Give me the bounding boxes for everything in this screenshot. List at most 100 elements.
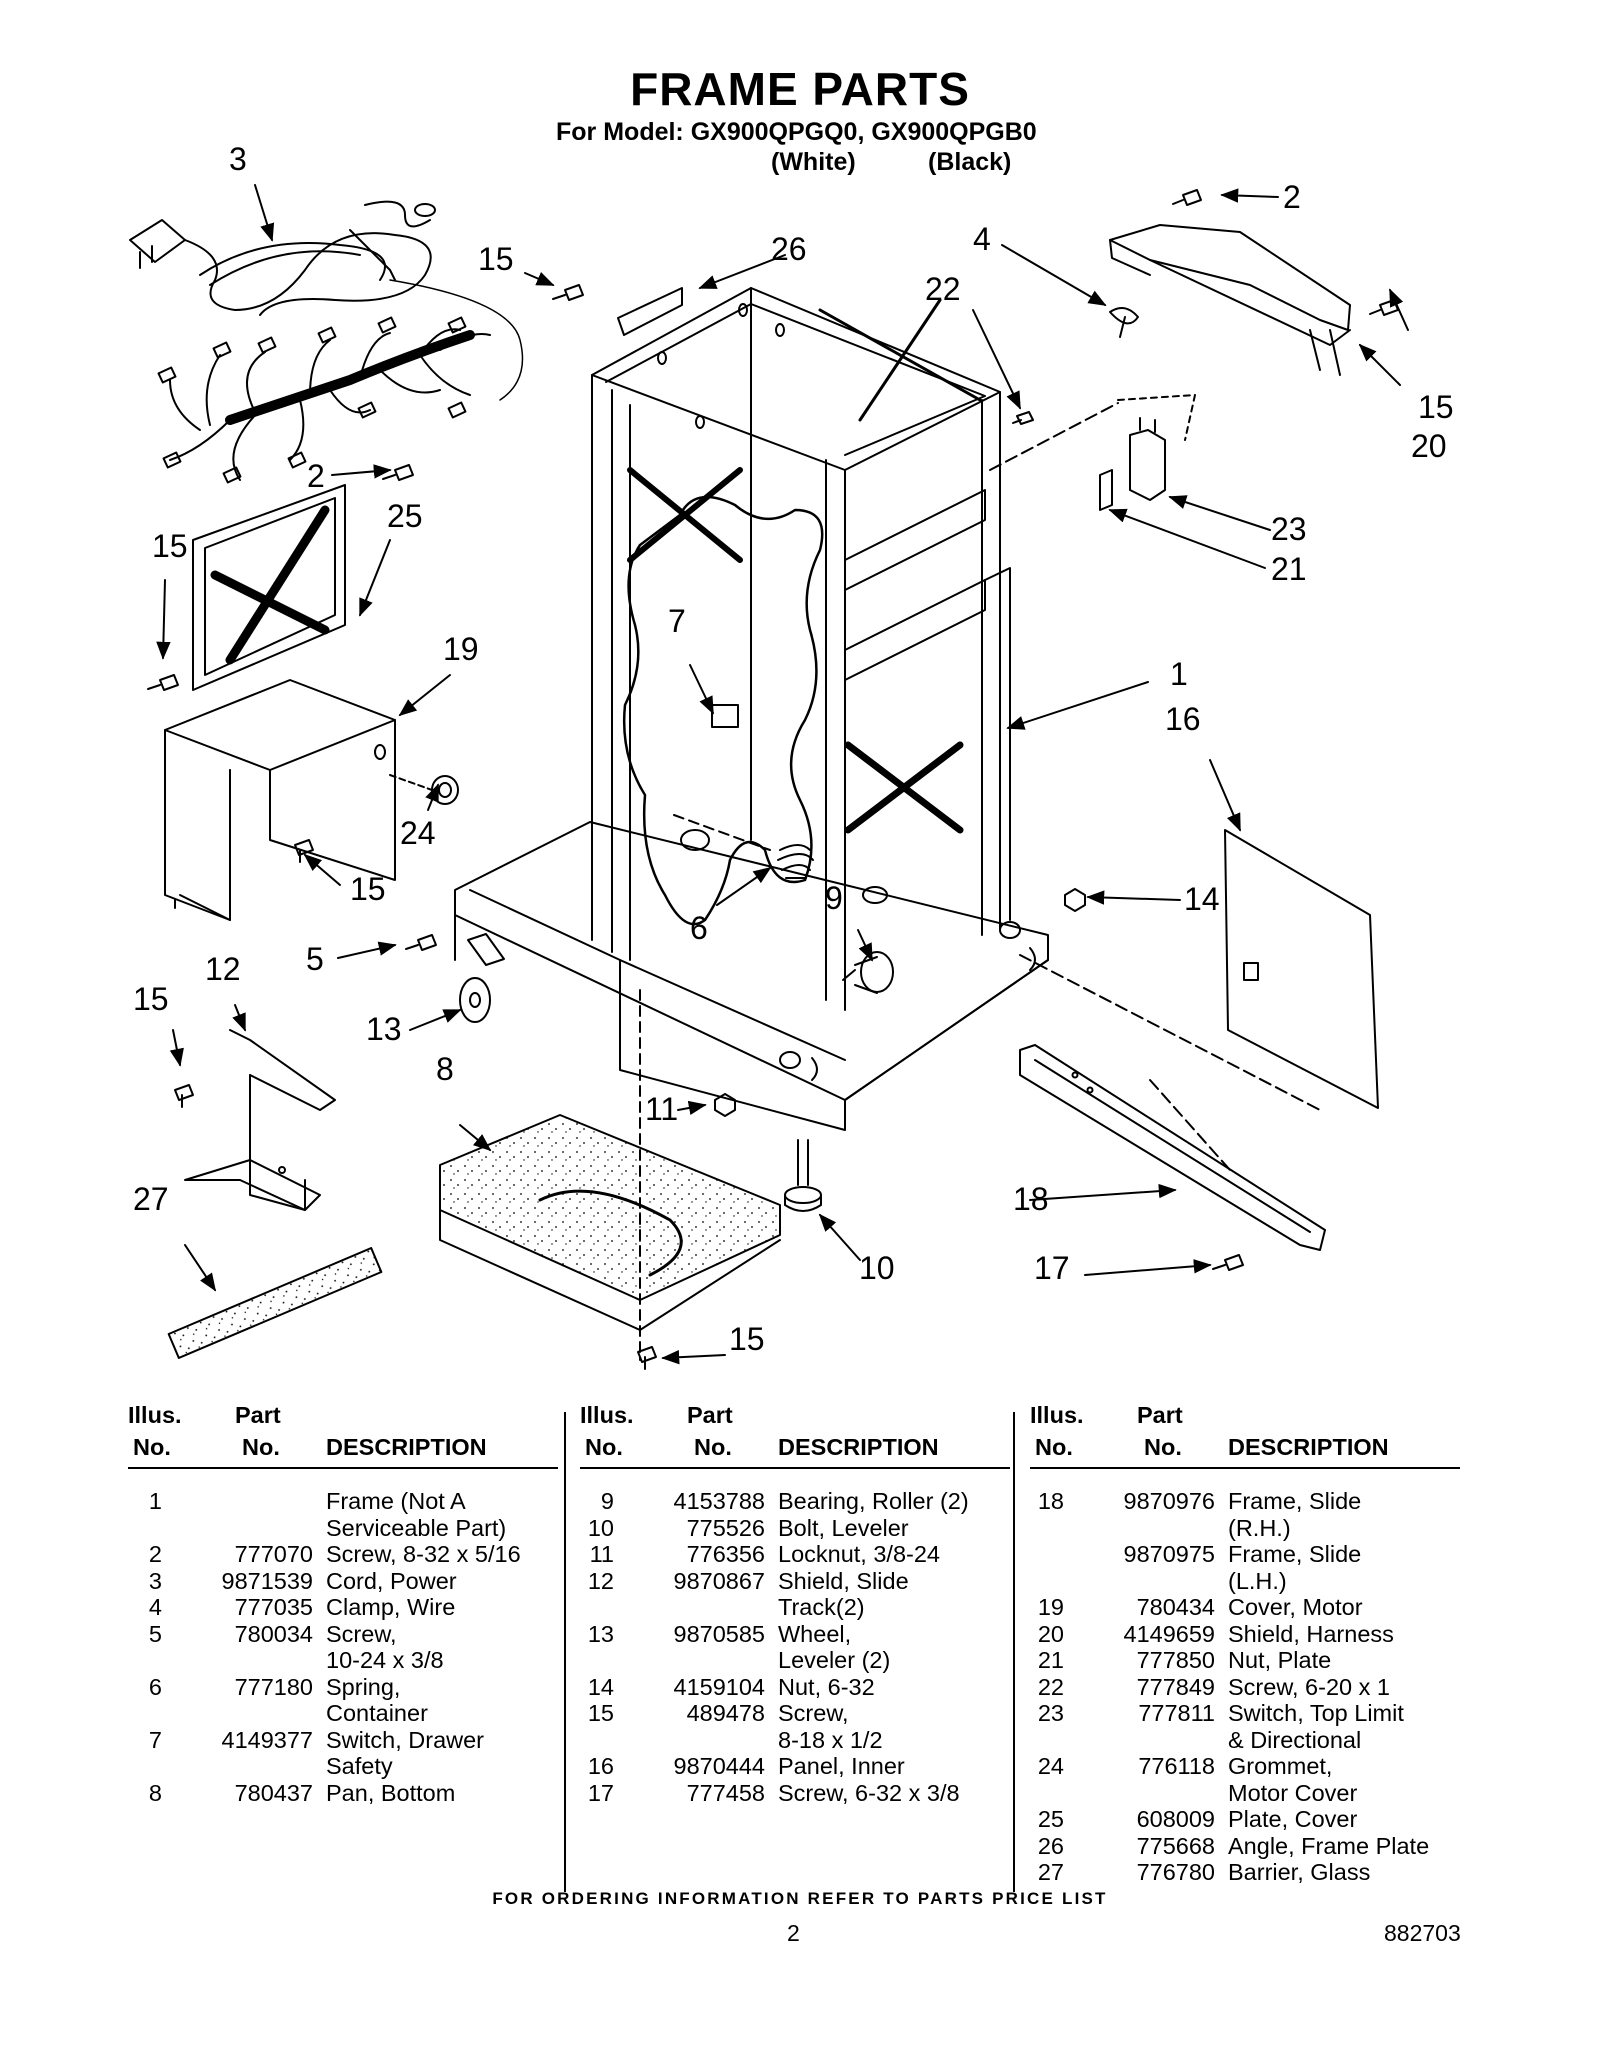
callout-4: 4 — [973, 221, 991, 257]
row-illus-no: 27 — [1037, 1859, 1064, 1885]
callout-2-top: 2 — [1283, 179, 1301, 215]
callout-15-cover: 15 — [350, 871, 386, 907]
header-part: Part — [687, 1402, 733, 1428]
row-part-no: 775526 — [686, 1514, 765, 1541]
row-description: Screw, 8-32 x 5/16 — [326, 1541, 521, 1567]
row-illus-no: 6 — [148, 1673, 162, 1700]
header-illus: Illus. — [580, 1402, 634, 1428]
row-illus-no: 26 — [1037, 1832, 1064, 1859]
row-illus-no: 24 — [1037, 1753, 1064, 1779]
row-illus-no: 7 — [148, 1726, 162, 1753]
row-illus-no: 20 — [1037, 1620, 1064, 1647]
row-illus-no: 4 — [148, 1594, 162, 1620]
glass-barrier — [167, 1247, 383, 1359]
hardware — [147, 189, 1399, 1370]
top-limit-switch — [1099, 394, 1196, 511]
header-part: Part — [1137, 1402, 1183, 1428]
header-part: Part — [235, 1402, 281, 1428]
row-description: Shield, Harness — [1228, 1620, 1394, 1647]
callout-2-left: 2 — [307, 458, 325, 494]
column-divider — [564, 1412, 566, 1892]
header-illus: Illus. — [128, 1402, 182, 1428]
row-illus-no: 16 — [587, 1753, 614, 1779]
callout-8: 8 — [436, 1051, 454, 1087]
row-description: Locknut, 3/8-24 — [778, 1541, 940, 1567]
model-line: For Model: GX900QPGQ0, GX900QPGB0 — [556, 118, 1037, 146]
row-part-no: 777458 — [686, 1779, 765, 1806]
callout-26: 26 — [771, 231, 807, 267]
header-rule — [1030, 1467, 1460, 1469]
row-part-no: 777070 — [234, 1541, 313, 1567]
row-part-no: 777849 — [1136, 1673, 1215, 1700]
header-part-no: No. — [694, 1434, 732, 1460]
row-part-no: 4149377 — [221, 1726, 314, 1753]
row-illus-no: 8 — [148, 1779, 162, 1806]
callout-14: 14 — [1184, 881, 1220, 917]
harness-shield — [1109, 224, 1351, 376]
row-part-no: 777180 — [234, 1673, 313, 1700]
row-part-no: 780437 — [234, 1779, 313, 1806]
row-description: Wheel, — [778, 1620, 852, 1647]
column-divider — [1013, 1412, 1015, 1892]
row-description: Bolt, Leveler — [778, 1514, 909, 1541]
motor-cover — [164, 679, 396, 921]
row-description: 10-24 x 3/8 — [326, 1647, 444, 1673]
variant-black-label: (Black) — [928, 148, 1012, 176]
header-illus-no: No. — [1035, 1434, 1073, 1460]
row-description: Grommet, — [1228, 1753, 1333, 1779]
row-illus-no: 22 — [1037, 1673, 1064, 1700]
leader-arrows — [156, 184, 1409, 1365]
row-part-no: 489478 — [686, 1700, 765, 1726]
power-cord — [129, 200, 524, 401]
row-illus-no: 14 — [587, 1673, 614, 1700]
row-part-no: 776118 — [1138, 1753, 1215, 1779]
row-illus-no: 5 — [148, 1620, 162, 1647]
row-part-no: 777035 — [234, 1594, 313, 1620]
row-part-no: 9870975 — [1123, 1541, 1216, 1567]
row-description: Container — [326, 1700, 428, 1726]
callout-11: 11 — [645, 1091, 679, 1127]
row-part-no: 9871539 — [221, 1567, 314, 1594]
row-illus-no: 19 — [1037, 1594, 1064, 1620]
row-description: 8-18 x 1/2 — [778, 1726, 883, 1753]
row-description: Frame (Not A — [326, 1488, 466, 1514]
callout-15-shield: 15 — [133, 981, 169, 1017]
row-description: Spring, — [326, 1673, 401, 1700]
row-description: Angle, Frame Plate — [1228, 1832, 1430, 1859]
row-description: Cord, Power — [326, 1567, 457, 1594]
row-description: Safety — [326, 1753, 393, 1779]
header-description: DESCRIPTION — [1228, 1434, 1389, 1460]
row-description: Clamp, Wire — [326, 1594, 456, 1620]
header-description: DESCRIPTION — [778, 1434, 939, 1460]
callout-12: 12 — [205, 951, 241, 987]
callout-19: 19 — [443, 631, 479, 667]
row-part-no: 9870867 — [673, 1567, 766, 1594]
row-illus-no: 23 — [1037, 1700, 1064, 1726]
callout-18: 18 — [1013, 1181, 1049, 1217]
row-part-no: 4159104 — [673, 1673, 766, 1700]
callout-25: 25 — [387, 498, 423, 534]
ordering-note: FOR ORDERING INFORMATION REFER TO PARTS … — [492, 1889, 1108, 1908]
header-rule — [128, 1467, 558, 1469]
inner-panel — [1224, 829, 1379, 1109]
callout-1: 1 — [1170, 656, 1188, 692]
row-illus-no: 11 — [589, 1541, 614, 1567]
callout-6: 6 — [690, 910, 708, 946]
row-illus-no: 3 — [148, 1567, 162, 1594]
callout-5: 5 — [306, 941, 324, 977]
slide-track-shield — [184, 1029, 336, 1211]
callout-23: 23 — [1271, 511, 1307, 547]
callout-16: 16 — [1165, 701, 1201, 737]
row-part-no: 776356 — [686, 1541, 765, 1567]
row-description: Serviceable Part) — [326, 1514, 507, 1541]
row-description: Nut, Plate — [1228, 1647, 1332, 1673]
row-part-no: 9870585 — [673, 1620, 766, 1647]
row-part-no: 4149659 — [1123, 1620, 1216, 1647]
row-description: Leveler (2) — [778, 1647, 891, 1673]
row-description: Plate, Cover — [1228, 1806, 1358, 1832]
row-illus-no: 13 — [587, 1620, 614, 1647]
grommet — [389, 774, 459, 805]
header-description: DESCRIPTION — [326, 1434, 487, 1460]
page-number: 2 — [787, 1920, 800, 1946]
